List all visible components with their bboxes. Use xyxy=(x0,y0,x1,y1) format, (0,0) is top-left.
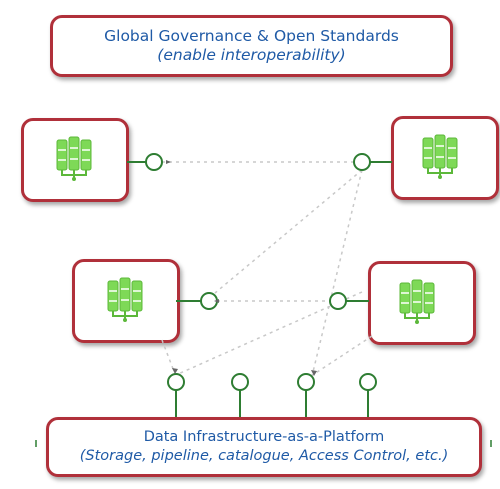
connection-lines xyxy=(161,161,373,379)
platform-title: Data Infrastructure-as-a-Platform xyxy=(143,429,385,445)
platform-subtitle: (Storage, pipeline, catalogue, Access Co… xyxy=(79,448,449,464)
port-circle xyxy=(329,292,347,310)
interface-ports xyxy=(145,153,377,391)
node-middle-right xyxy=(368,261,476,345)
server-cluster-icon xyxy=(107,277,143,323)
server-cluster-icon xyxy=(399,279,435,325)
port-circle xyxy=(359,373,377,391)
port-circle xyxy=(231,373,249,391)
port-circle xyxy=(145,153,163,171)
governance-subtitle: (enable interoperability) xyxy=(157,46,346,64)
port-circle xyxy=(353,153,371,171)
server-cluster-icon xyxy=(56,136,92,182)
server-cluster-icon xyxy=(422,134,458,180)
governance-banner: Global Governance & Open Standards (enab… xyxy=(50,15,453,77)
governance-title: Global Governance & Open Standards xyxy=(104,27,399,45)
port-circle xyxy=(297,373,315,391)
port-circle xyxy=(167,373,185,391)
platform-banner: Data Infrastructure-as-a-Platform (Stora… xyxy=(46,417,482,477)
